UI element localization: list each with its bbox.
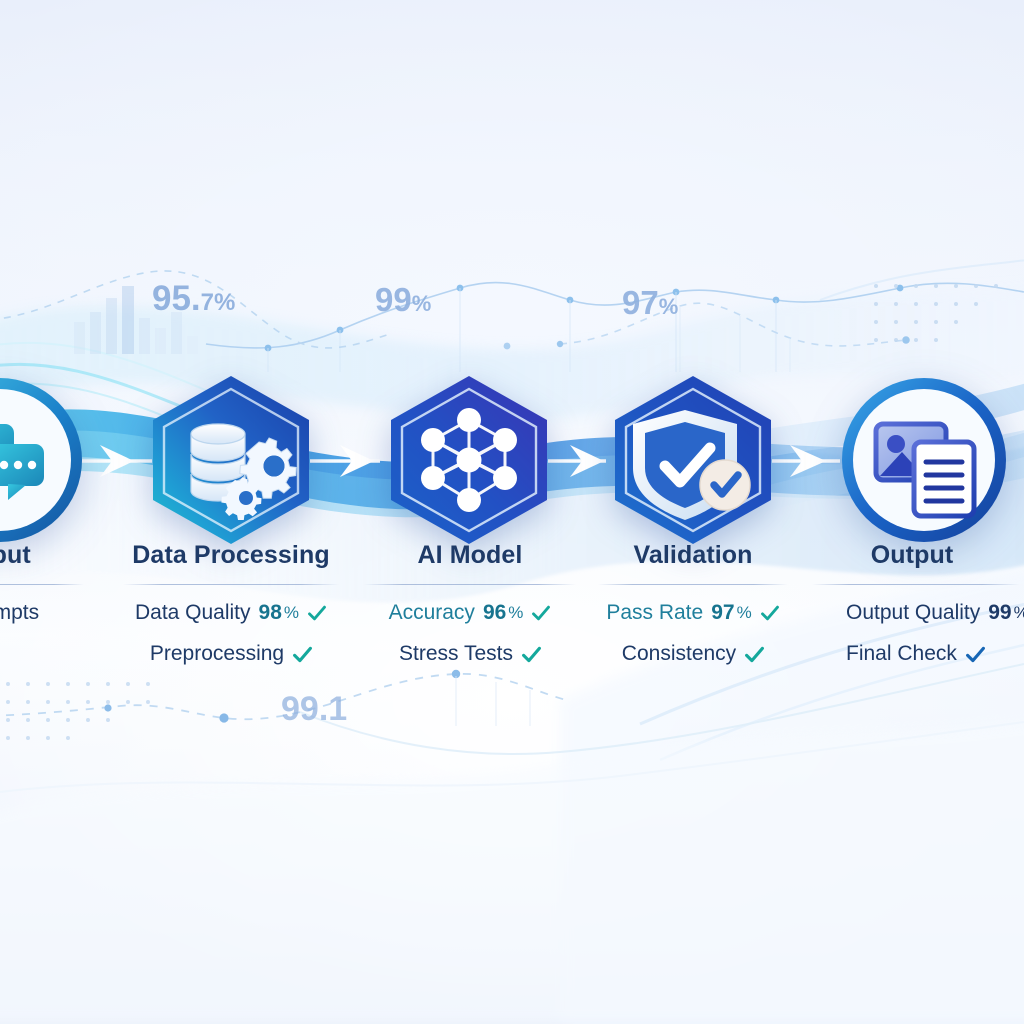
metric-row: Accuracy 96 % bbox=[352, 600, 588, 626]
metric-unit: % bbox=[283, 603, 300, 622]
database-gears-icon bbox=[190, 423, 297, 520]
data-processing-hexagon bbox=[153, 376, 309, 544]
metric-row: Preprocessing bbox=[111, 641, 351, 667]
metric-row: Consistency bbox=[587, 641, 799, 667]
check-icon bbox=[307, 603, 327, 623]
stage-column-validation: Validation Pass Rate 97 % Consistency bbox=[587, 540, 799, 667]
check-icon bbox=[760, 603, 780, 623]
metric-value: 96 bbox=[482, 601, 507, 624]
shield-check-icon bbox=[633, 410, 751, 520]
validation-hexagon bbox=[615, 376, 771, 544]
connector-arrow-2 bbox=[340, 445, 374, 477]
metric-label: Preprocessing bbox=[149, 642, 285, 665]
metric-label: Accuracy bbox=[388, 601, 475, 624]
metric-value: 99 bbox=[988, 601, 1012, 624]
connector-arrow-3 bbox=[570, 445, 604, 477]
stage-divider-validation bbox=[598, 584, 788, 585]
stage-divider-output bbox=[812, 584, 1020, 585]
metric-unit: % bbox=[508, 603, 524, 622]
stage-title-input: Input bbox=[0, 541, 31, 569]
stage-title-output: Output bbox=[870, 541, 954, 569]
metric-value: 97 bbox=[711, 601, 735, 624]
metric-label: Data Quality bbox=[134, 601, 251, 624]
metric-row: Final Check bbox=[812, 641, 1024, 667]
metric-label: Prompts bbox=[0, 601, 40, 624]
stage-divider-data-processing bbox=[123, 584, 339, 585]
metric-label: Pass Rate bbox=[606, 601, 704, 624]
stage-divider-ai-model bbox=[364, 584, 576, 585]
stage-column-ai-model: AI Model Accuracy 96 % Stress Tests bbox=[352, 540, 588, 667]
background-annotation-95: 95.7% bbox=[152, 279, 236, 318]
stage-column-data-processing: Data Processing Data Quality 98 % Prepro… bbox=[111, 540, 351, 667]
neural-network-icon bbox=[421, 408, 517, 512]
stage-node-validation[interactable] bbox=[605, 372, 781, 548]
ai-model-hexagon bbox=[391, 376, 547, 544]
check-icon bbox=[744, 644, 765, 664]
metric-row: Output Quality 99 % bbox=[812, 600, 1024, 626]
check-icon bbox=[531, 603, 551, 623]
metric-label: Output Quality bbox=[846, 601, 981, 624]
dot-grid-bottom-left bbox=[6, 682, 150, 740]
metric-unit: % bbox=[1014, 600, 1024, 626]
background-annotation-99: 99% bbox=[375, 281, 432, 318]
connector-arrow-4 bbox=[790, 445, 826, 477]
trend-line-dashed-upper bbox=[0, 270, 910, 372]
dot-grid-top-right bbox=[874, 284, 998, 342]
trend-line-lower bbox=[0, 663, 1024, 793]
background-annotation-97: 97% bbox=[622, 284, 679, 321]
check-icon bbox=[965, 644, 985, 664]
stage-node-output[interactable] bbox=[836, 372, 1012, 548]
metric-label: Final Check bbox=[846, 642, 957, 665]
stage-node-data-processing[interactable] bbox=[143, 372, 319, 548]
check-icon bbox=[292, 644, 313, 664]
metric-row: Pass Rate 97 % bbox=[587, 600, 799, 626]
input-circle bbox=[0, 378, 82, 542]
check-icon bbox=[521, 644, 541, 664]
stage-column-output: Output Output Quality 99 % Final Check bbox=[812, 540, 1024, 667]
background-annotation-991: 99.1 bbox=[281, 690, 348, 728]
metric-row: Stress Tests bbox=[352, 641, 588, 667]
metric-label: Stress Tests bbox=[399, 642, 513, 665]
metric-value: 98 bbox=[258, 601, 282, 624]
stage-column-input: Input Prompts bbox=[0, 540, 100, 626]
output-circle bbox=[842, 378, 1006, 542]
trend-line-upper bbox=[205, 281, 1024, 372]
metric-row: Prompts bbox=[0, 600, 100, 626]
stage-node-ai-model[interactable] bbox=[381, 372, 557, 548]
metric-row: Data Quality 98 % bbox=[111, 600, 351, 626]
stage-title-ai-model: AI Model bbox=[417, 541, 523, 569]
stage-node-input[interactable] bbox=[0, 372, 88, 548]
stage-title-validation: Validation bbox=[633, 541, 753, 569]
stage-title-data-processing: Data Processing bbox=[132, 541, 330, 569]
connector-arrow-1 bbox=[100, 445, 134, 477]
chat-bubbles-icon bbox=[0, 424, 44, 500]
faint-bar-chart bbox=[74, 286, 198, 354]
stage-divider-input bbox=[0, 584, 84, 585]
image-document-icon bbox=[873, 421, 977, 519]
metric-label: Consistency bbox=[621, 642, 737, 665]
metric-unit: % bbox=[736, 603, 752, 622]
